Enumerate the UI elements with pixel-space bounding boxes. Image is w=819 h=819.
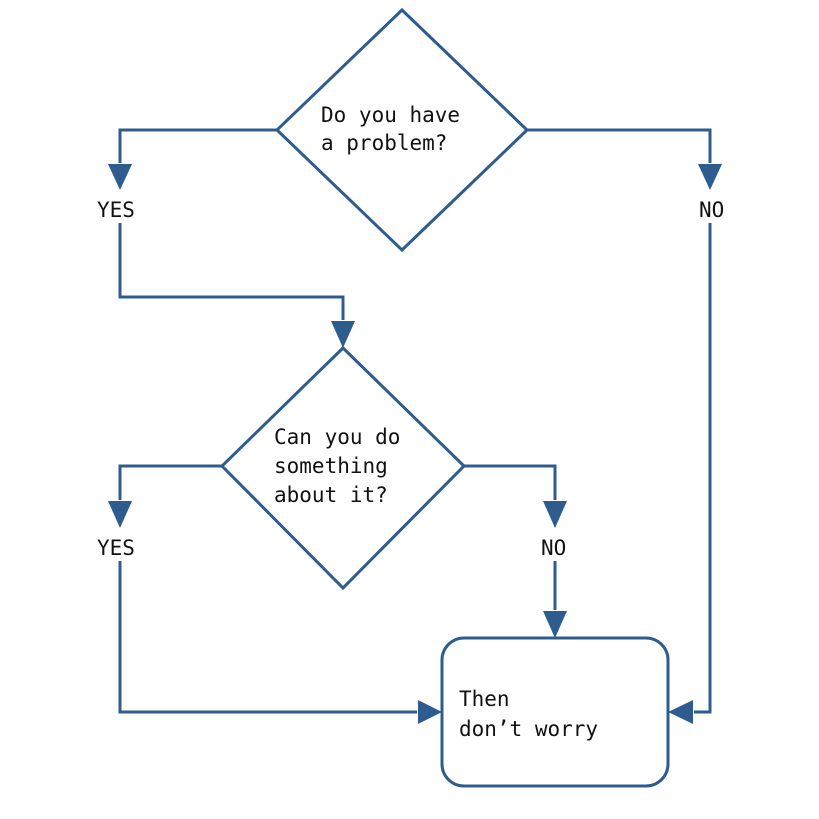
decision-2-label-line3: about it? — [274, 483, 388, 507]
branch-label-yes-problem: YES — [97, 198, 135, 222]
decision-1-label-line1: Do you have — [321, 103, 460, 127]
terminal-label-line2: don’t worry — [459, 717, 598, 741]
decision-2-label-line1: Can you do — [274, 425, 400, 449]
node-decision-can-you-do-something-about-it[interactable]: Can you do something about it? — [219, 345, 467, 591]
decision-2-label-line2: something — [274, 454, 388, 478]
edge-decision2-yes — [108, 464, 442, 724]
edge-decision1-no — [527, 128, 722, 724]
decision-1-shape[interactable] — [274, 7, 530, 253]
branch-label-yes-action: YES — [97, 536, 135, 560]
branch-label-no-problem: NO — [699, 198, 724, 222]
branch-label-no-action: NO — [541, 536, 566, 560]
edge-decision2-no — [464, 464, 567, 638]
node-decision-do-you-have-a-problem[interactable]: Do you have a problem? — [274, 7, 530, 253]
node-terminal-then-dont-worry[interactable]: Then don’t worry — [440, 636, 670, 788]
decision-1-label-line2: a problem? — [321, 131, 447, 155]
decision-2-shape[interactable] — [219, 345, 467, 591]
edge-decision1-yes — [108, 128, 355, 348]
terminal-label-line1: Then — [459, 687, 510, 711]
terminal-shape[interactable] — [440, 636, 670, 788]
